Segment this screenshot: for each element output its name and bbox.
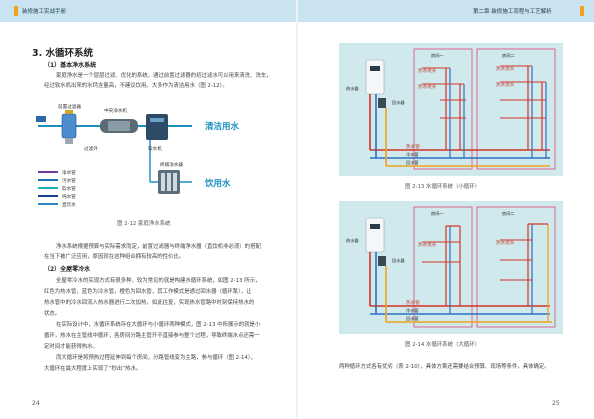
left-page-header: 装修施工实战手册	[0, 0, 297, 22]
paragraph-line: 而大循环是将预热过程延伸到每个房间，分路管线变为主路，参与循环（图 2-14），	[56, 355, 256, 361]
room-two-outline	[476, 48, 556, 170]
central-purifier-label: 中央净水机	[104, 107, 127, 114]
water-heater-icon	[365, 59, 385, 95]
pipe-legend: 净水管 污水管 软水管 纯水管 直饮水	[38, 169, 76, 208]
page-gutter	[296, 0, 298, 419]
end-purifier-label: 终端净水器	[160, 161, 183, 168]
hot-tap-label: 热水龙头	[418, 241, 437, 248]
section-title: 3. 水循环系统	[32, 48, 94, 59]
paragraph-line: 全屋零冷水的实现方式有很多种，较为常见的就是构建水循环系统，如图 2-13 所示…	[56, 278, 261, 284]
paragraph-line: 在实际设计中，水循环系统存在大循环与小循环两种模式，图 2-13 中所展示的就是…	[56, 322, 261, 328]
hot-tap-label: 热水龙头	[496, 239, 515, 246]
softener-display	[150, 118, 164, 122]
right-page-header: 第二章 装修施工流程与工艺解析	[297, 0, 594, 22]
large-loop-diagram: 房间一 房间二 热水器 回水器	[339, 201, 563, 334]
softener-label: 软水机	[148, 145, 162, 152]
drinking-water-label: 饮用水	[204, 178, 231, 189]
heater-display	[370, 224, 380, 229]
filter-element-label: 过滤外	[84, 145, 98, 152]
legend-label: 软水管	[62, 185, 76, 192]
hot-tap-label: 热水龙头	[496, 65, 515, 72]
tap-icon	[36, 116, 46, 122]
heater-display	[370, 66, 380, 71]
return-pump-icon	[378, 256, 386, 266]
subsection-title-1: （1）基本净水系统	[44, 62, 97, 69]
paragraph-line: 状态。	[44, 311, 61, 317]
water-heater-label: 热水器	[346, 237, 359, 244]
cartridge	[173, 173, 177, 191]
paragraph-line: 循环，热水在主管线中循环，各房间分路主管开不直接参与整个过程，导致终端水点还需一	[44, 333, 260, 339]
left-header-title: 装修施工实战手册	[22, 9, 67, 15]
cold-pipe-label: 冷水管	[406, 307, 419, 314]
legend-label: 直饮水	[62, 201, 76, 208]
room-one-label: 房间一	[431, 210, 444, 217]
hot-tap-label: 热水龙头	[418, 83, 437, 90]
hot-pipe-label: 热水管	[406, 143, 420, 150]
return-device-label: 回水器	[392, 257, 405, 264]
legend-label: 污水管	[62, 177, 76, 184]
hot-tap-label: 热水龙头	[418, 67, 437, 74]
figure-caption: 图 2-12 家庭净水系统	[117, 221, 171, 227]
page-number-left: 24	[32, 400, 40, 407]
legend-label: 净水管	[62, 169, 76, 176]
water-heater-label: 热水器	[346, 85, 359, 92]
hot-pipe-label: 热水管	[406, 299, 420, 306]
figure-caption-14: 图 2-14 水循环系统（大循环）	[405, 342, 480, 348]
header-accent-bar	[14, 6, 18, 16]
cartridge	[161, 173, 165, 191]
pre-filter-cap	[65, 110, 73, 114]
room-two-label: 房间二	[502, 52, 515, 59]
hot-tap-label: 热水龙头	[496, 81, 515, 88]
paragraph-line: 净水系统根据预算与实际需求而定，前置过滤器与终端净水器（直饮机非必须）的搭配	[56, 244, 261, 250]
room-one-outline	[413, 48, 473, 170]
clean-water-label: 清洁用水	[205, 121, 240, 132]
figure-caption-13: 图 2-13 水循环系统（小循环）	[405, 184, 480, 190]
paragraph-line: 经过软水机出来的水钙含量高，不建议饮用。大多作为清洁用水（图 2-12）。	[44, 83, 228, 89]
paragraph-line: 红色为热水管，蓝色为冷水管，橙色为回水管，其工作模式是通过回水器（循环泵），让	[44, 289, 252, 295]
central-purifier-body	[108, 121, 130, 131]
paragraph-line: 家庭净水是一个层层过滤、优化的系统，通过前置过滤器的初过滤水可以用来清洗、洗车，	[56, 73, 272, 79]
return-pump-icon	[378, 98, 386, 108]
small-loop-diagram: 房间一 房间二 热水器 回水器 热水龙头 热水	[339, 43, 563, 176]
room-one-label: 房间一	[431, 52, 444, 59]
cold-pipe-label: 冷水管	[406, 151, 419, 158]
water-heater-icon	[365, 217, 385, 253]
return-device-label: 回水器	[392, 99, 405, 106]
paragraph-line: 热水管中的冷水回流入热水器进行二次加热，如此往复，实现热水管路中时刻保持热水的	[44, 300, 255, 306]
page-number-right: 25	[552, 400, 560, 407]
pre-filter-base	[65, 138, 73, 144]
right-body-text: 两种循环方式各有优劣（表 2-10），具体方案还需要结合预算、现场等条件，具体确…	[339, 364, 550, 370]
cartridge	[167, 173, 171, 191]
paragraph-line: 定时间才能获得热水。	[44, 344, 98, 350]
room-two-outline	[476, 206, 556, 328]
subsection-title-2: （2）全屋零冷水	[44, 266, 91, 273]
paragraph-line: 在当下被广泛应用，原因就在这种组合拥有较高的性价比。	[44, 254, 185, 260]
header-accent-bar	[580, 6, 584, 16]
legend-label: 纯水管	[62, 193, 76, 200]
purification-diagram: 前置过滤器 中央净水机 过滤外 软水机 终端净水器 清洁用水 饮用水 净水管 污…	[36, 103, 240, 208]
pre-filter-label: 前置过滤器	[58, 103, 81, 110]
return-pipe-label: 回水管	[406, 159, 419, 166]
return-pipe-label: 回水管	[406, 315, 419, 322]
room-one-outline	[413, 206, 473, 328]
paragraph-line: 大循环在最大程度上实现了“秒出”热水。	[44, 366, 142, 372]
room-two-label: 房间二	[502, 210, 515, 217]
right-header-title: 第二章 装修施工流程与工艺解析	[473, 9, 552, 15]
